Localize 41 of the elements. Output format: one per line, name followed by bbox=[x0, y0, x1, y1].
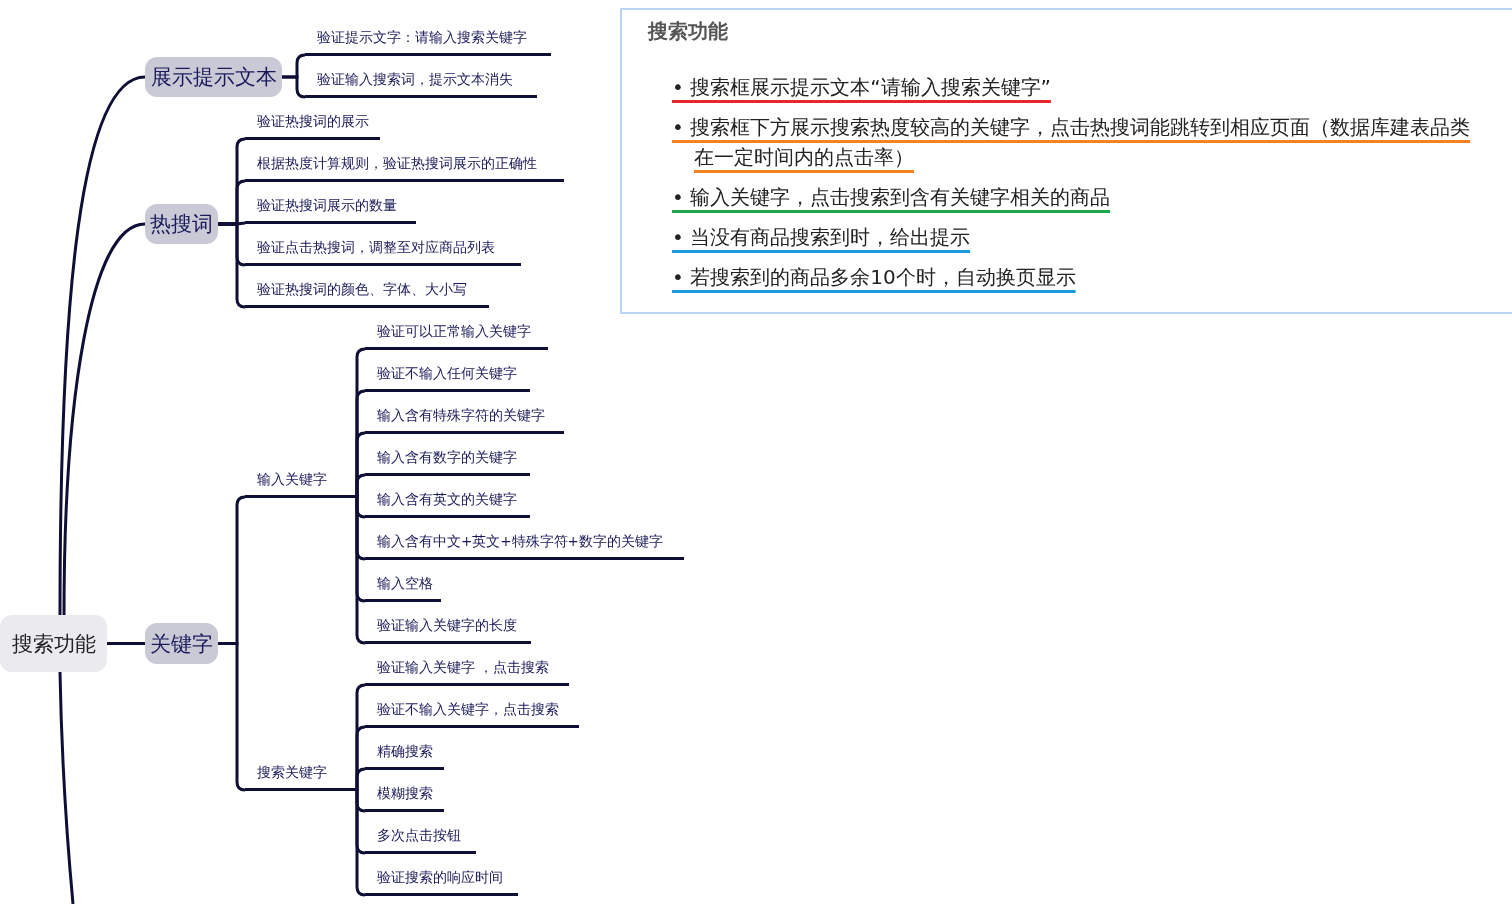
underlined-topic: 验证提示文字：请输入搜索关键字 bbox=[305, 25, 551, 56]
underlined-topic: 输入含有中文+英文+特殊字符+数字的关键字 bbox=[365, 529, 684, 560]
branch-line bbox=[282, 75, 306, 99]
underlined-topic: 验证可以正常输入关键字 bbox=[365, 319, 548, 350]
underlined-topic: 模糊搜索 bbox=[365, 781, 444, 812]
underlined-topic: 多次点击按钮 bbox=[365, 823, 476, 854]
bullet-item: • 输入关键字，点击搜索到含有关键字相关的商品 bbox=[672, 184, 1112, 211]
underlined-topic: 验证热搜词的展示 bbox=[245, 109, 380, 140]
notes-panel bbox=[620, 8, 1512, 314]
underlined-topic: 输入含有数字的关键字 bbox=[365, 445, 530, 476]
branch-line bbox=[355, 767, 366, 792]
branch-line bbox=[62, 222, 146, 615]
underlined-topic: 验证热搜词展示的数量 bbox=[245, 193, 416, 224]
branch-line bbox=[58, 75, 146, 615]
root-topic-box: 搜索功能 bbox=[0, 615, 107, 672]
bullet-item: • 当没有商品搜索到时，给出提示 bbox=[672, 224, 972, 251]
underlined-topic: 输入含有特殊字符的关键字 bbox=[365, 403, 564, 434]
underlined-topic: 搜索关键字 bbox=[245, 760, 357, 791]
branch-line bbox=[107, 642, 145, 645]
underlined-topic: 验证输入关键字的长度 bbox=[365, 613, 531, 644]
underlined-topic: 精确搜索 bbox=[365, 739, 444, 770]
underlined-topic: 验证不输入任何关键字 bbox=[365, 361, 530, 392]
underlined-topic: 根据热度计算规则，验证热搜词展示的正确性 bbox=[245, 151, 564, 182]
underlined-topic: 输入关键字 bbox=[245, 467, 357, 498]
underlined-topic: 验证不输入关键字，点击搜索 bbox=[365, 697, 579, 728]
bullet-item: • 搜索框下方展示搜索热度较高的关键字，点击热搜词能跳转到相应页面（数据库建表品类在一定时间内的点击率） bbox=[672, 114, 1472, 171]
underlined-topic: 验证输入关键字 ，点击搜索 bbox=[365, 655, 569, 686]
topic-box: 关键字 bbox=[145, 623, 218, 664]
topic-box: 热搜词 bbox=[145, 204, 218, 244]
underlined-topic: 验证搜索的响应时间 bbox=[365, 865, 518, 896]
underlined-topic: 验证输入搜索词，提示文本消失 bbox=[305, 67, 537, 98]
underlined-topic: 输入空格 bbox=[365, 571, 441, 602]
branch-line bbox=[58, 671, 75, 904]
bullet-item: • 若搜索到的商品多余10个时，自动换页显示 bbox=[672, 264, 1077, 291]
underlined-topic: 验证点击热搜词，调整至对应商品列表 bbox=[245, 235, 521, 266]
panel-heading: 搜索功能 bbox=[648, 18, 728, 45]
bullet-item: • 搜索框展示提示文本“请输入搜索关键字” bbox=[672, 74, 1052, 101]
topic-box: 展示提示文本 bbox=[145, 57, 282, 97]
branch-line bbox=[355, 473, 366, 499]
underlined-topic: 输入含有英文的关键字 bbox=[365, 487, 530, 518]
underlined-topic: 验证热搜词的颜色、字体、大小写 bbox=[245, 277, 489, 308]
